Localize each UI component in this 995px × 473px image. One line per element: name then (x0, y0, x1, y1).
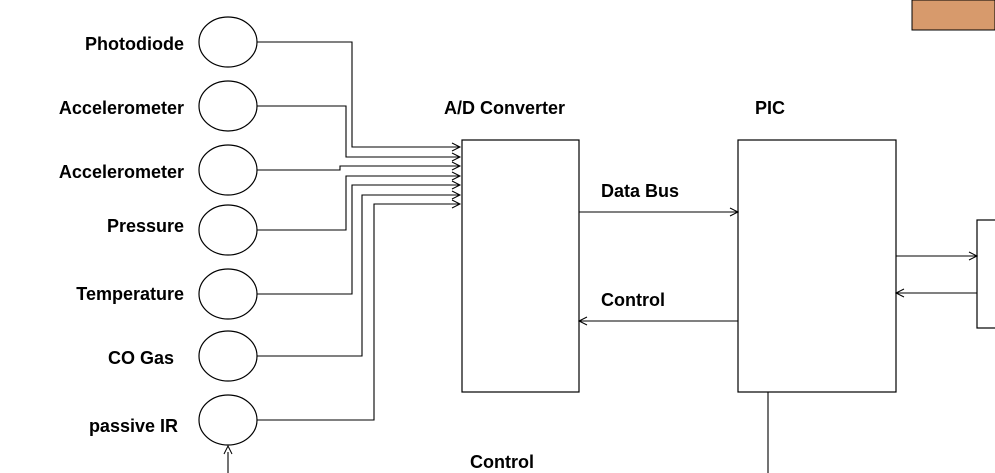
sensor-label-accelerometer-2: Accelerometer (59, 162, 184, 182)
sensor-label-co-gas: CO Gas (108, 348, 174, 368)
corner-patch (911, 0, 995, 31)
arrowhead-wire-5 (451, 180, 462, 190)
control-label-right: Control (601, 290, 665, 310)
pic-title: PIC (755, 98, 785, 118)
sensor-circle-co-gas (198, 330, 258, 382)
arrowhead-wire-2 (451, 152, 462, 162)
wire-accelerometer-1 (257, 105, 460, 158)
external-out-arrowhead (968, 251, 979, 261)
wire-temperature (257, 184, 460, 295)
passive-ir-control-arrowhead (223, 444, 233, 455)
sensor-label-photodiode: Photodiode (85, 34, 184, 54)
sensor-label-accelerometer-1: Accelerometer (59, 98, 184, 118)
arrowhead-wire-4 (451, 171, 462, 181)
data-bus-label: Data Bus (601, 181, 679, 201)
arrowhead-wire-6 (451, 190, 462, 200)
sensor-label-passive-ir: passive IR (89, 416, 178, 436)
arrowhead-wire-3 (451, 161, 462, 171)
adc-block (461, 139, 580, 393)
wire-passive-ir (257, 203, 460, 421)
sensor-label-pressure: Pressure (107, 216, 184, 236)
sensor-label-temperature: Temperature (76, 284, 184, 304)
external-in-arrowhead (894, 288, 905, 298)
control-label-bottom: Control (470, 452, 534, 472)
arrowhead-wire-7 (451, 199, 462, 209)
adc-title: A/D Converter (444, 98, 565, 118)
sensor-circle-passive-ir (198, 394, 258, 446)
control-arrowhead (577, 316, 588, 326)
data-bus-arrowhead (729, 207, 740, 217)
sensor-circle-accelerometer-1 (198, 80, 258, 132)
sensor-circle-photodiode (198, 16, 258, 68)
arrowhead-wire-1 (451, 142, 462, 152)
wire-co-gas (257, 194, 460, 357)
sensor-circle-temperature (198, 268, 258, 320)
wire-photodiode (257, 41, 460, 148)
sensor-circle-accelerometer-2 (198, 144, 258, 196)
wire-accelerometer-2 (257, 165, 460, 171)
sensor-circle-pressure (198, 204, 258, 256)
external-block (976, 219, 995, 329)
wire-pressure (257, 175, 460, 231)
pic-block (737, 139, 897, 393)
